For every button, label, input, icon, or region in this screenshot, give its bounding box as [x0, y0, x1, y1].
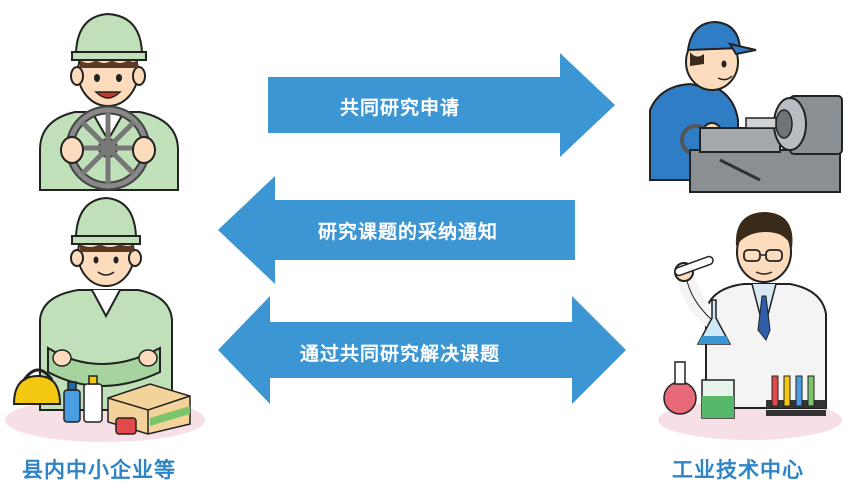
- machinist-lathe-icon: [649, 20, 843, 193]
- arrow-apply-label: 共同研究申请: [340, 97, 461, 119]
- arrow-solve-label: 通过共同研究解决课题: [300, 343, 501, 365]
- scientist-lab-icon: [658, 212, 842, 440]
- worker-arms-crossed-icon: [5, 196, 205, 442]
- arrow-apply: [268, 53, 615, 157]
- worker-with-wheel-icon: [39, 12, 179, 191]
- arrow-notify: [218, 176, 575, 284]
- left-party-caption: 县内中小企业等: [22, 458, 176, 482]
- right-party-caption: 工业技术中心: [672, 458, 804, 482]
- arrow-solve: [218, 296, 626, 404]
- arrow-notify-label: 研究课题的采纳通知: [318, 221, 499, 243]
